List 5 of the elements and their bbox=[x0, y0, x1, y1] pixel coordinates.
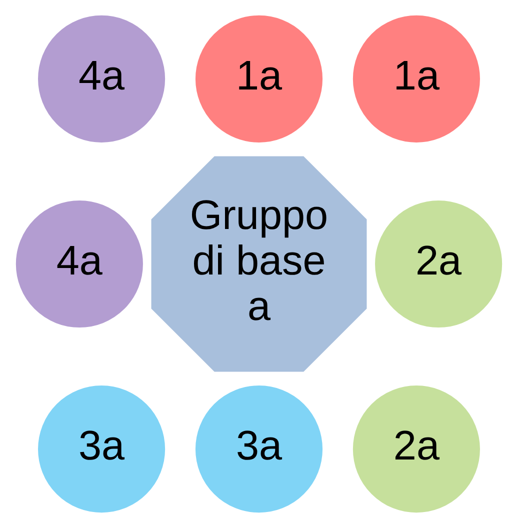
node-circle: 1a bbox=[350, 12, 482, 146]
node-circle: 1a bbox=[192, 12, 325, 146]
node-circle: 4a bbox=[12, 198, 146, 330]
node-circle: 2a bbox=[350, 382, 482, 516]
node-circle: 3a bbox=[192, 382, 325, 516]
